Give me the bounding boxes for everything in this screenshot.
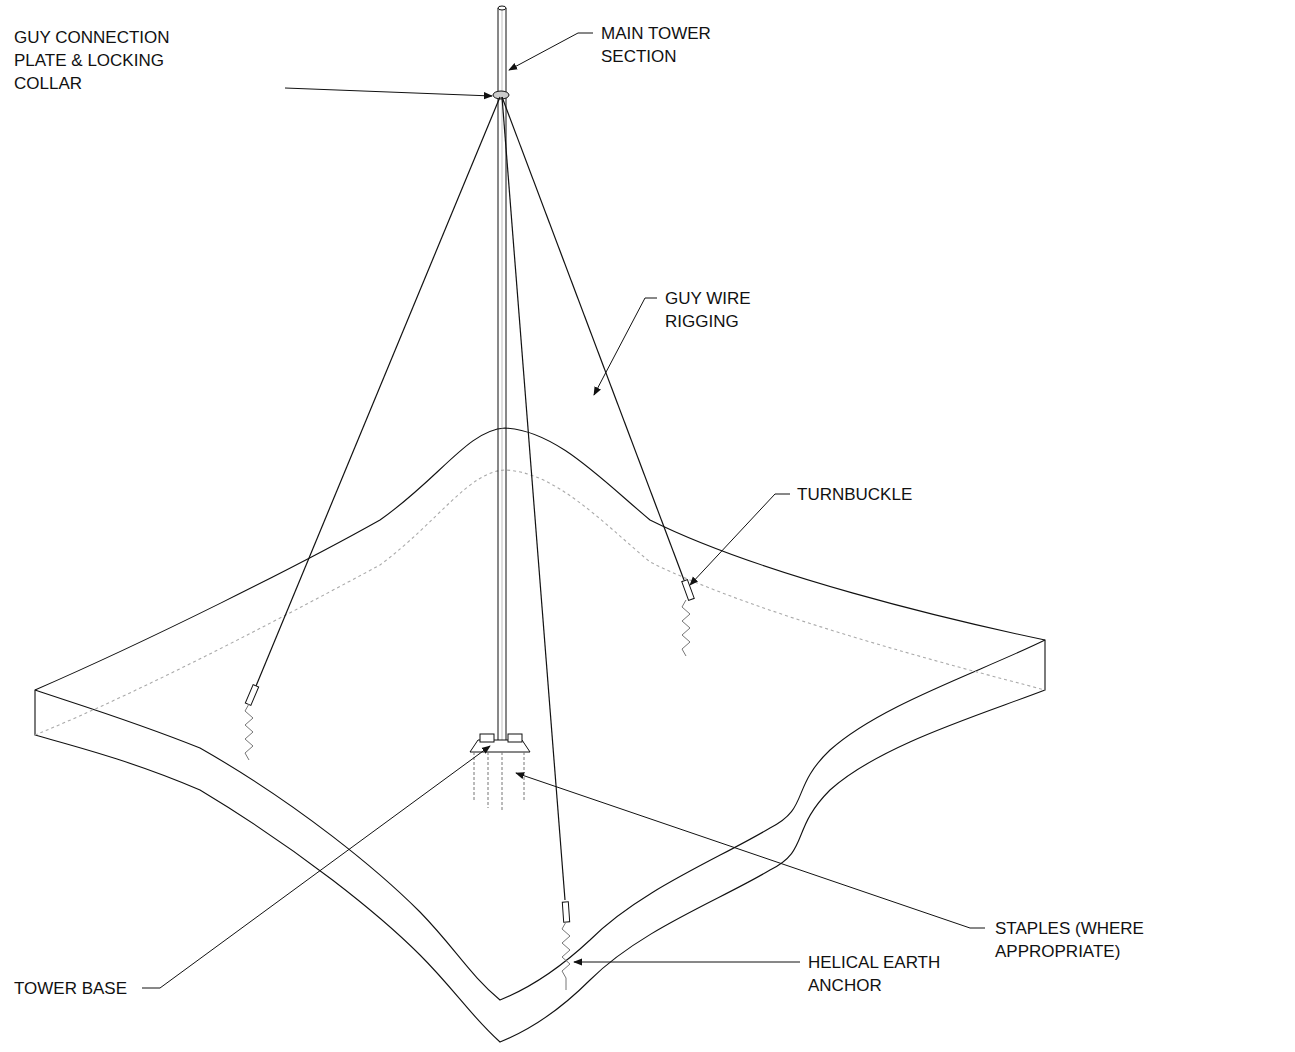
turnbuckle [562,902,569,922]
ground-hidden-edge [35,470,1045,735]
helical-anchor [682,600,690,656]
leader-line [594,298,657,395]
part-label: TOWER BASE [14,977,127,1000]
helical-anchors [245,600,690,990]
guy-wire [256,97,500,686]
tower-shade [502,8,503,742]
guy-wire [502,97,565,900]
turnbuckles [245,580,694,923]
tower-edge [506,8,507,742]
tower-base-plate [470,734,530,812]
ground-top-contour [35,428,1045,1042]
base-bracket [480,734,494,742]
part-label: TURNBUCKLE [797,483,912,506]
leader-line [516,773,985,928]
leader-lines [142,33,985,988]
turnbuckle [245,685,258,706]
base-bracket [508,734,522,742]
part-label: STAPLES (WHERE APPROPRIATE) [995,917,1185,963]
staples [474,752,524,812]
leader-line [285,88,492,96]
ground-front-edge [35,640,1045,1000]
leader-line [574,962,800,963]
leader-line [509,33,593,70]
part-label: GUY WIRE RIGGING [665,287,795,333]
part-label: MAIN TOWER SECTION [601,22,751,68]
tower-edge [498,8,499,742]
main-tower [493,6,509,742]
ground-slab [35,428,1045,1042]
helical-anchor [245,704,253,760]
part-label: HELICAL EARTH ANCHOR [808,951,978,997]
part-label: GUY CONNECTION PLATE & LOCKING COLLAR [14,26,192,95]
helical-anchor [562,922,570,990]
guy-wires [256,97,684,900]
leader-line [690,494,790,585]
guy-collar [493,91,509,99]
tower-top [498,6,506,10]
leader-line [142,746,490,988]
guy-wire [502,97,684,580]
